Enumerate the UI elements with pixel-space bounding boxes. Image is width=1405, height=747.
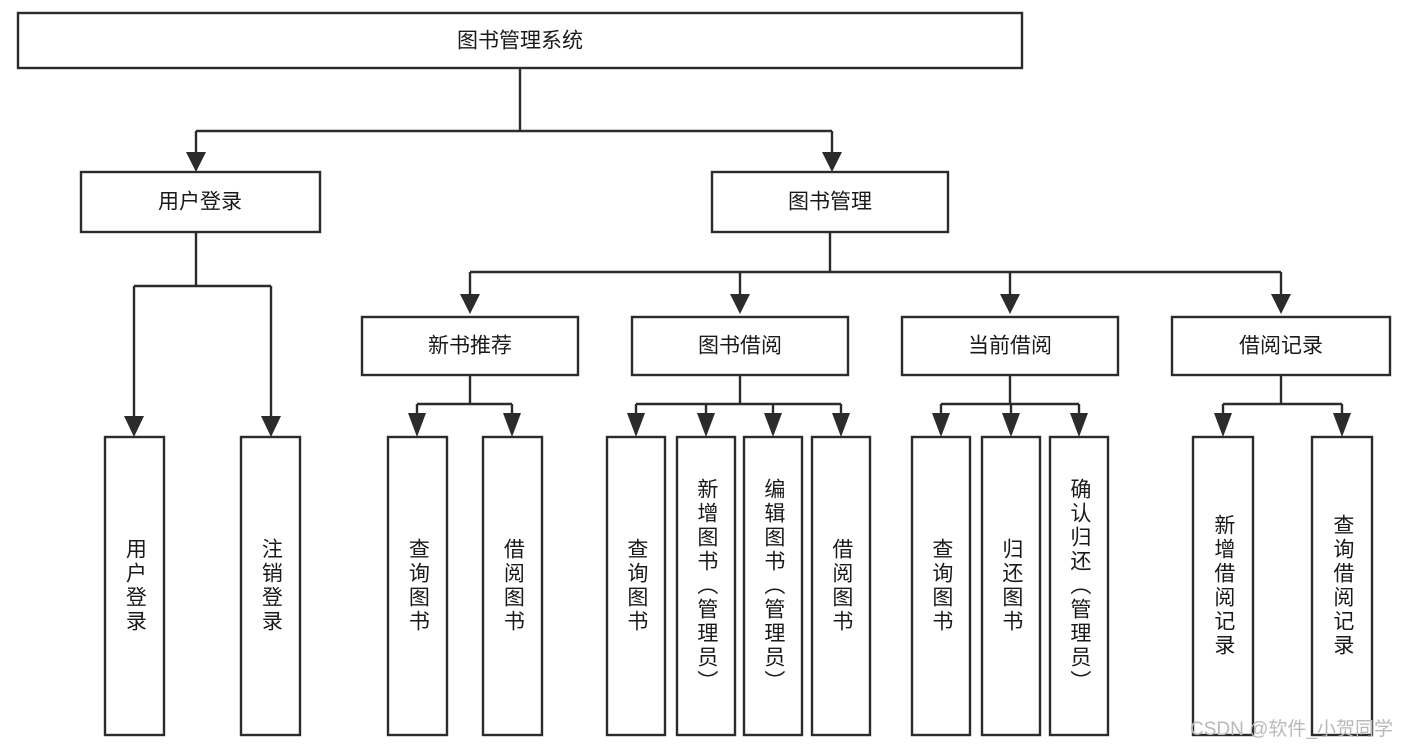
node-box-root[interactable] bbox=[16, 11, 1024, 70]
node-label-current-borrow: 当前借阅 bbox=[968, 335, 1052, 358]
node-current-borrow[interactable]: 当前借阅 bbox=[900, 315, 1120, 377]
node-label-new-book-recommend: 新书推荐 bbox=[428, 335, 512, 358]
node-box-leaf-query-book-borrow[interactable] bbox=[605, 435, 667, 737]
node-box-leaf-borrow-book-recommend[interactable] bbox=[481, 435, 544, 737]
node-box-leaf-edit-book-admin[interactable] bbox=[742, 435, 804, 737]
node-label-leaf-add-borrow-record: 新增借阅记录 bbox=[1211, 514, 1235, 658]
arrow-icon-to-borrow bbox=[730, 294, 750, 314]
arrow-icon-borrow-leaf4 bbox=[832, 413, 850, 437]
node-box-leaf-confirm-return-admin[interactable] bbox=[1048, 435, 1110, 737]
node-box-new-book-recommend[interactable] bbox=[360, 315, 580, 377]
node-label-leaf-borrow-book-recommend: 借阅图书 bbox=[501, 538, 525, 634]
node-book-management-system[interactable]: 图书管理系统 bbox=[16, 11, 1024, 70]
node-box-leaf-return-book[interactable] bbox=[980, 435, 1042, 737]
csdn-watermark: CSDN @软件_小贺同学 bbox=[1190, 719, 1393, 740]
arrow-icon-record-leaf1 bbox=[1214, 413, 1232, 437]
node-user-login[interactable]: 用户登录 bbox=[79, 170, 322, 234]
node-box-current-borrow[interactable] bbox=[900, 315, 1120, 377]
node-label-book-borrow: 图书借阅 bbox=[698, 335, 782, 358]
arrow-icon-login-leaf1 bbox=[124, 416, 144, 437]
node-box-leaf-borrow-book[interactable] bbox=[810, 435, 872, 737]
node-box-leaf-query-book-recommend[interactable] bbox=[386, 435, 449, 737]
node-label-root: 图书管理系统 bbox=[457, 30, 583, 53]
arrow-icon-record-leaf2 bbox=[1333, 413, 1351, 437]
node-label-leaf-return-book: 归还图书 bbox=[999, 538, 1023, 634]
arrow-icon-borrow-leaf2 bbox=[697, 413, 715, 437]
arrow-icon-recommend-leaf1 bbox=[408, 413, 426, 437]
arrow-icon-borrow-leaf1 bbox=[627, 413, 645, 437]
arrow-icon-borrow-leaf3 bbox=[764, 413, 782, 437]
arrow-icon-current-leaf3 bbox=[1070, 413, 1088, 437]
leaf-node-boxes bbox=[103, 435, 1374, 737]
node-box-leaf-logout-login[interactable] bbox=[239, 435, 302, 737]
arrow-icon-to-record bbox=[1271, 294, 1291, 314]
node-box-leaf-query-borrow-record[interactable] bbox=[1310, 435, 1374, 737]
node-box-leaf-user-login[interactable] bbox=[103, 435, 166, 737]
arrow-icon-current-leaf1 bbox=[932, 413, 950, 437]
node-label-leaf-borrow-book: 借阅图书 bbox=[829, 538, 853, 634]
node-label-book-management: 图书管理 bbox=[788, 191, 872, 214]
node-label-leaf-add-book-admin: 新增图书（管理员） bbox=[694, 478, 718, 694]
node-box-borrow-record[interactable] bbox=[1170, 315, 1392, 377]
node-book-management[interactable]: 图书管理 bbox=[710, 170, 950, 234]
node-borrow-record[interactable]: 借阅记录 bbox=[1170, 315, 1392, 377]
arrow-icon-to-bookmgmt bbox=[822, 152, 842, 172]
node-box-user-login[interactable] bbox=[79, 170, 322, 234]
node-box-book-borrow[interactable] bbox=[630, 315, 850, 377]
node-box-leaf-add-book-admin[interactable] bbox=[675, 435, 737, 737]
node-label-leaf-query-book-current: 查询图书 bbox=[929, 538, 953, 634]
node-box-book-management[interactable] bbox=[710, 170, 950, 234]
arrow-heads bbox=[124, 152, 1351, 437]
node-box-leaf-query-book-current[interactable] bbox=[910, 435, 972, 737]
arrow-icon-to-recommend bbox=[460, 294, 480, 314]
arrow-icon-login-leaf2 bbox=[261, 416, 281, 437]
node-label-leaf-confirm-return-admin: 确认归还（管理员） bbox=[1067, 478, 1091, 694]
arrow-icon-to-login bbox=[186, 152, 206, 172]
node-label-leaf-edit-book-admin: 编辑图书（管理员） bbox=[761, 478, 785, 694]
node-label-leaf-query-book-recommend: 查询图书 bbox=[406, 538, 430, 634]
node-label-user-login: 用户登录 bbox=[158, 191, 242, 214]
node-label-leaf-user-login: 用户登录 bbox=[123, 538, 147, 634]
node-label-borrow-record: 借阅记录 bbox=[1239, 335, 1323, 358]
arrow-icon-to-current bbox=[1000, 294, 1020, 314]
arrow-icon-recommend-leaf2 bbox=[503, 413, 521, 437]
arrow-icon-current-leaf2 bbox=[1002, 413, 1020, 437]
node-book-borrow[interactable]: 图书借阅 bbox=[630, 315, 850, 377]
node-label-leaf-logout-login: 注销登录 bbox=[259, 538, 283, 634]
node-label-leaf-query-borrow-record: 查询借阅记录 bbox=[1330, 514, 1354, 658]
node-box-leaf-add-borrow-record[interactable] bbox=[1191, 435, 1255, 737]
node-label-leaf-query-book-borrow: 查询图书 bbox=[624, 538, 648, 634]
node-new-book-recommend[interactable]: 新书推荐 bbox=[360, 315, 580, 377]
